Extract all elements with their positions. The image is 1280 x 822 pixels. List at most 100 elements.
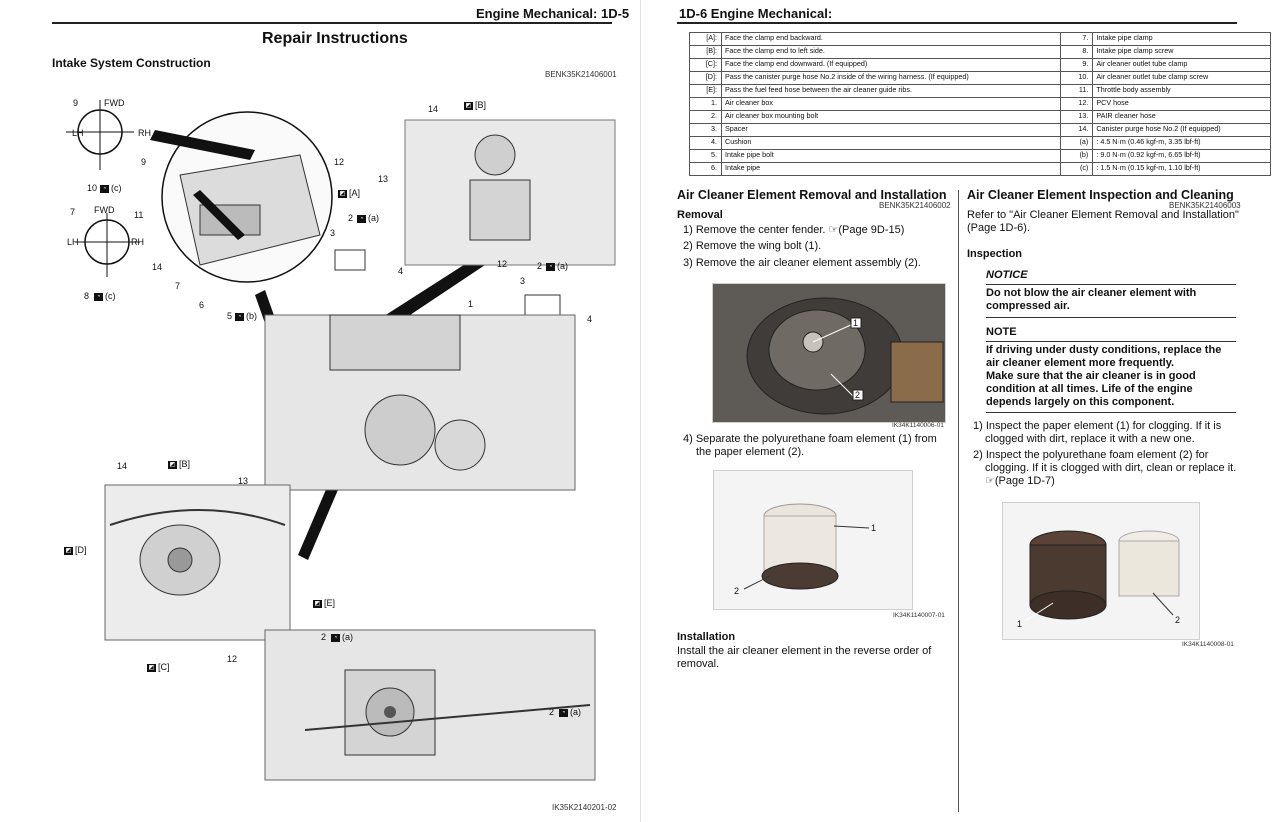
callout-10: 10 <box>87 183 98 193</box>
callout-fwd-2: FWD <box>94 205 115 215</box>
legend-key-left: 5. <box>689 149 722 163</box>
torque-icon: ◔ <box>100 184 109 193</box>
photo1-callout-1: 1 <box>853 318 858 328</box>
page-header-right: 1D-6 Engine Mechanical: <box>679 6 833 21</box>
installation-line-1: Install the air cleaner element in the r… <box>677 645 932 657</box>
air-cleaner-photo-drawing: 1 2 <box>746 297 944 415</box>
note-icon: ◩ <box>313 599 322 608</box>
notice-line-2: compressed air. <box>986 300 1070 312</box>
photo2-callout-1: 1 <box>871 523 876 533</box>
legend-text-left: Intake pipe <box>720 162 1062 176</box>
callout-2-bottom-right: 2 <box>549 707 555 717</box>
inspection-refer-line-2: (Page 1D-6). <box>967 222 1030 234</box>
callout-E: ◩[E] <box>313 598 336 608</box>
legend-row: [E]:Pass the fuel feed hose between the … <box>689 84 1271 98</box>
inspection-step-1-line2: clogged with dirt, replace it with a new… <box>985 433 1195 445</box>
legend-key-left: 1. <box>689 97 722 111</box>
torque-c-1: ◔(c) <box>100 183 122 193</box>
callout-2-bottom: 2 <box>321 632 327 642</box>
callout-D: ◩[D] <box>64 545 87 555</box>
removal-step-1: 1) Remove the center fender. ☞(Page 9D-1… <box>683 224 905 236</box>
photo3-callout-2: 2 <box>1175 615 1180 625</box>
note-line-5: depends largely on this component. <box>986 396 1175 408</box>
legend-text-right: : 4.5 N·m (0.46 kgf-m, 3.35 lbf-ft) <box>1092 136 1271 150</box>
torque-a-2: ◔(a) <box>546 261 568 271</box>
callout-B-low: ◩[B] <box>168 459 191 469</box>
legend-key-left: [D]: <box>689 71 722 85</box>
photo2-callout-2: 2 <box>734 586 739 596</box>
callout-13: 13 <box>378 174 389 184</box>
legend-key-right: 8. <box>1060 45 1094 59</box>
notice-bottom-rule <box>986 317 1236 318</box>
callout-6: 6 <box>199 300 205 310</box>
note-top-rule <box>986 341 1236 342</box>
notice-label: NOTICE <box>986 269 1028 281</box>
legend-text-left: Pass the fuel feed hose between the air … <box>720 84 1062 98</box>
callout-9: 9 <box>73 98 79 108</box>
callout-C: ◩[C] <box>147 662 170 672</box>
legend-key-right: 11. <box>1060 84 1094 98</box>
torque-c-2: ◔(c) <box>94 291 116 301</box>
note-bottom-rule <box>986 412 1236 413</box>
figure-code-left: IK35K2140201-02 <box>552 803 617 812</box>
legend-row: 6.Intake pipe(c): 1.5 N·m (0.15 kgf-m, 1… <box>689 162 1271 176</box>
callout-8: 8 <box>84 291 90 301</box>
legend-text-right: PCV hose <box>1092 97 1271 111</box>
note-icon: ◩ <box>168 460 177 469</box>
legend-row: [B]:Face the clamp end to left side.8.In… <box>689 45 1271 59</box>
callout-9b: 9 <box>141 157 147 167</box>
legend-key-right: (c) <box>1060 162 1094 176</box>
torque-a-4: ◔(a) <box>559 707 581 717</box>
legend-text-right: Intake pipe clamp <box>1092 32 1271 46</box>
foam-element-photo-drawing: 1 2 <box>734 503 876 596</box>
paper-and-foam-element-photo: 1 2 <box>1002 502 1200 640</box>
legend-table: [A]:Face the clamp end backward.7.Intake… <box>689 32 1271 176</box>
legend-text-left: Air cleaner box <box>720 97 1062 111</box>
callout-12-low: 12 <box>227 654 238 664</box>
right-page: 1D-6 Engine Mechanical: [A]:Face the cla… <box>640 0 1280 822</box>
legend-text-left: Spacer <box>720 123 1062 137</box>
legend-row: [C]:Face the clamp end downward. (If equ… <box>689 58 1271 72</box>
inspection-step-1-line1: 1) Inspect the paper element (1) for clo… <box>973 420 1222 432</box>
legend-text-right: Canister purge hose No.2 (If equipped) <box>1092 123 1271 137</box>
note-icon: ◩ <box>338 189 347 198</box>
legend-text-right: Air cleaner outlet tube clamp <box>1092 58 1271 72</box>
legend-row: 5.Intake pipe bolt(b): 9.0 N·m (0.92 kgf… <box>689 149 1271 163</box>
callout-rh: RH <box>138 128 151 138</box>
legend-text-left: Face the clamp end backward. <box>720 32 1062 46</box>
torque-icon: ◔ <box>94 292 103 301</box>
callout-fwd: FWD <box>104 98 125 108</box>
inspection-heading: Inspection <box>967 248 1023 260</box>
legend-key-right: 7. <box>1060 32 1094 46</box>
callout-2-right: 2 <box>537 261 543 271</box>
legend-text-left: Face the clamp end downward. (If equippe… <box>720 58 1062 72</box>
legend-row: 4.Cushion(a): 4.5 N·m (0.46 kgf-m, 3.35 … <box>689 136 1271 150</box>
legend-key-left: 2. <box>689 110 722 124</box>
inspection-refer-line-1: Refer to "Air Cleaner Element Removal an… <box>967 209 1239 221</box>
callout-12: 12 <box>334 157 345 167</box>
legend-text-left: Pass the canister purge hose No.2 inside… <box>720 71 1062 85</box>
callout-rh-2: RH <box>131 237 144 247</box>
legend-key-left: [C]: <box>689 58 722 72</box>
paper-and-foam-element-photo-drawing: 1 2 <box>1017 530 1180 629</box>
callout-7b: 7 <box>175 281 181 291</box>
legend-text-left: Intake pipe bolt <box>720 149 1062 163</box>
fig2-code: IK34K1140007-01 <box>893 612 945 619</box>
callout-3: 3 <box>330 228 336 238</box>
torque-icon: ◔ <box>331 633 340 642</box>
legend-row: [A]:Face the clamp end backward.7.Intake… <box>689 32 1271 46</box>
legend-key-right: 12. <box>1060 97 1094 111</box>
callout-7: 7 <box>70 207 76 217</box>
callout-4: 4 <box>398 266 404 276</box>
notice-top-rule <box>986 284 1236 285</box>
legend-key-left: 6. <box>689 162 722 176</box>
torque-icon: ◔ <box>559 708 568 717</box>
callout-13-low: 13 <box>238 476 249 486</box>
callout-5: 5 <box>227 311 233 321</box>
note-line-4: condition at all times. Life of the engi… <box>986 383 1193 395</box>
inspection-step-2-line3: ☞(Page 1D-7) <box>985 475 1055 487</box>
column-divider <box>958 190 959 812</box>
